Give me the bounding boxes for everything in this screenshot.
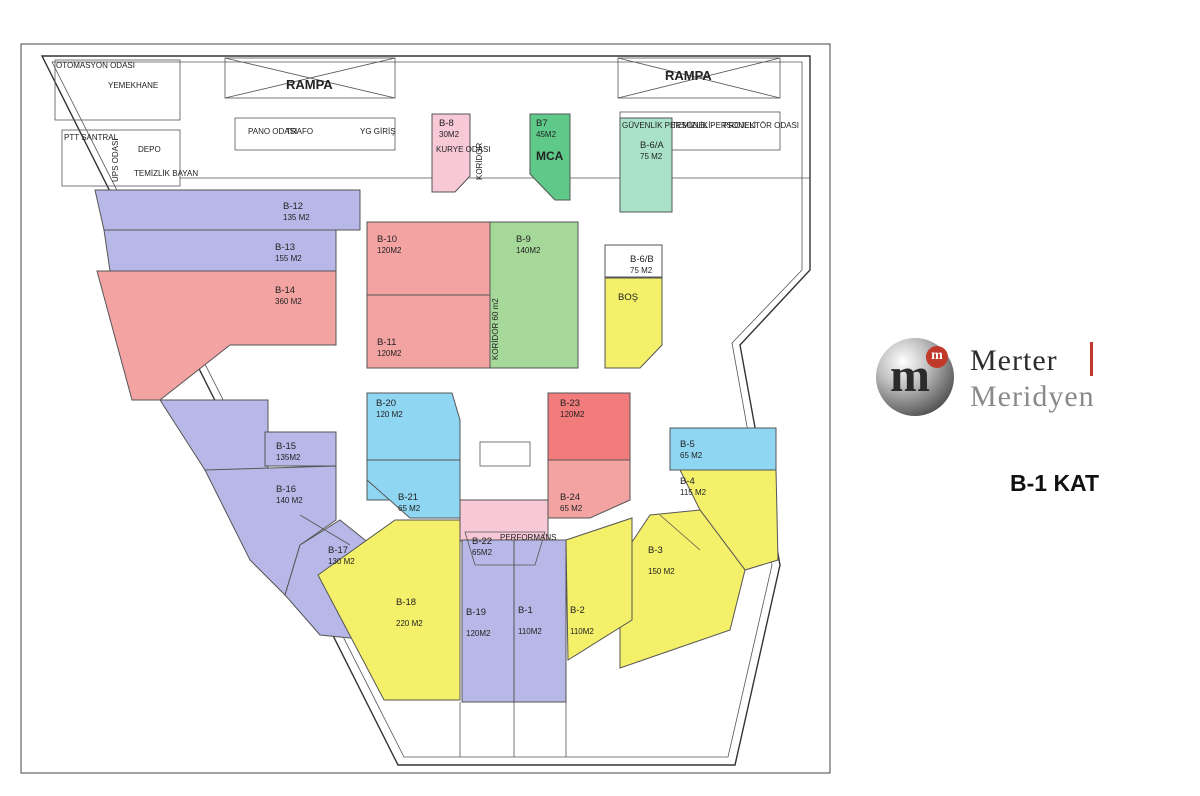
unit-b6b-id: B-6/B bbox=[630, 254, 654, 265]
unit-b10[interactable] bbox=[366, 221, 491, 296]
unit-b4-area: 115 M2 bbox=[680, 488, 707, 497]
label-temizlik-personeli: TEMİZLİK PERSONELİ bbox=[672, 121, 756, 130]
unit-b3-area: 150 M2 bbox=[648, 567, 675, 576]
unit-b19-area: 120M2 bbox=[466, 629, 491, 638]
unit-b12-area: 135 M2 bbox=[283, 213, 310, 222]
unit-b22-id: B-22 bbox=[472, 536, 492, 547]
label-otomasyon: OTOMASYON ODASI bbox=[56, 61, 135, 70]
unit-b9-area: 140M2 bbox=[516, 246, 541, 255]
unit-b6b-area: 75 M2 bbox=[630, 266, 653, 275]
unit-b18[interactable] bbox=[317, 519, 461, 701]
unit-b17-id: B-17 bbox=[328, 545, 348, 556]
label-ypg: YG GİRİŞ bbox=[360, 127, 396, 136]
unit-b5-id: B-5 bbox=[680, 439, 695, 450]
label-yemekhane: YEMEKHANE bbox=[108, 81, 158, 90]
label-projektor: PROJEKTÖR ODASI bbox=[723, 121, 799, 130]
unit-b24-area: 65 M2 bbox=[560, 504, 583, 513]
unit-b8-area: 30M2 bbox=[439, 130, 460, 139]
unit-b14-area: 360 M2 bbox=[275, 297, 302, 306]
unit-b1-area: 110M2 bbox=[518, 627, 542, 636]
unit-b9-id: B-9 bbox=[516, 234, 531, 245]
unit-b7-id: B7 bbox=[536, 118, 548, 129]
unit-b10-area: 120M2 bbox=[377, 246, 402, 255]
unit-b23-area: 120M2 bbox=[560, 410, 585, 419]
floor-title: B-1 KAT bbox=[1010, 470, 1100, 496]
unit-b3-id: B-3 bbox=[648, 545, 663, 556]
label-depo: DEPO bbox=[138, 145, 161, 154]
unit-b18-area: 220 M2 bbox=[396, 619, 423, 628]
unit-b20-id: B-20 bbox=[376, 398, 396, 409]
brand-logo: m m Merter Meridyen bbox=[876, 336, 1136, 426]
logo-emblem: m m bbox=[876, 338, 954, 416]
label-rampa-right: RAMPA bbox=[665, 68, 712, 83]
unit-b2[interactable] bbox=[565, 517, 633, 661]
unit-b2-id: B-2 bbox=[570, 605, 585, 616]
unit-b4-id: B-4 bbox=[680, 476, 695, 487]
unit-b7-area: 45M2 bbox=[536, 130, 557, 139]
brand-line2: Meridyen bbox=[970, 380, 1095, 413]
label-temizlik-bayan: TEMİZLİK BAYAN bbox=[134, 169, 198, 178]
unit-b15-id: B-15 bbox=[276, 441, 296, 452]
unit-b16-id: B-16 bbox=[276, 484, 296, 495]
unit-b6a-area: 75 M2 bbox=[640, 152, 663, 161]
unit-b21-id: B-21 bbox=[398, 492, 418, 503]
brand-line1: Merter bbox=[970, 344, 1058, 377]
unit-b21-area: 65 M2 bbox=[398, 504, 421, 513]
unit-b7[interactable] bbox=[529, 113, 571, 201]
unit-b13[interactable] bbox=[103, 229, 337, 272]
unit-b17-area: 130 M2 bbox=[328, 557, 355, 566]
label-kurye: KURYE ODASI bbox=[436, 145, 491, 154]
unit-b4[interactable] bbox=[679, 469, 779, 571]
label-guvenlik: GÜVENLİK PERSONELİ bbox=[622, 121, 710, 130]
unit-b19[interactable] bbox=[461, 539, 515, 703]
unit-b20-area: 120 M2 bbox=[376, 410, 403, 419]
unit-b21[interactable] bbox=[366, 459, 461, 519]
unit-b15-area: 135M2 bbox=[276, 453, 301, 462]
unit-b13-id: B-13 bbox=[275, 242, 295, 253]
unit-b22-sub: PERFORMANS bbox=[500, 533, 556, 542]
unit-b22-area: 65M2 bbox=[472, 548, 493, 557]
label-mca: MCA bbox=[536, 149, 564, 163]
label-pano: PANO ODASI bbox=[248, 127, 297, 136]
unit-b24-id: B-24 bbox=[560, 492, 580, 503]
unit-b23-id: B-23 bbox=[560, 398, 580, 409]
label-koridor-mid: KORİDOR 60 m2 bbox=[491, 298, 500, 360]
unit-b11-id: B-11 bbox=[377, 337, 396, 348]
label-rampa-left: RAMPA bbox=[286, 77, 333, 92]
unit-b1-id: B-1 bbox=[518, 605, 533, 616]
unit-b1[interactable] bbox=[513, 539, 567, 703]
unit-b9[interactable] bbox=[489, 221, 579, 369]
label-ups: UPS ODASI bbox=[111, 138, 120, 182]
unit-b18-id: B-18 bbox=[396, 597, 416, 608]
brand-divider bbox=[1090, 342, 1093, 376]
label-bos: BOŞ bbox=[618, 292, 638, 303]
unit-b16-area: 140 M2 bbox=[276, 496, 303, 505]
logo-sup: m bbox=[926, 346, 948, 368]
unit-b14[interactable] bbox=[96, 270, 337, 401]
logo-mark: m bbox=[890, 349, 930, 402]
service-labels: OTOMASYON ODASI YEMEKHANE PTT SANTRAL UP… bbox=[56, 61, 799, 360]
label-trafo: TRAFO bbox=[286, 127, 313, 136]
unit-b19-id: B-19 bbox=[466, 607, 486, 618]
label-ptt: PTT SANTRAL bbox=[64, 133, 119, 142]
unit-bos[interactable] bbox=[604, 277, 663, 369]
unit-b6a-id: B-6/A bbox=[640, 140, 664, 151]
unit-b6a[interactable] bbox=[619, 117, 673, 213]
unit-b12-id: B-12 bbox=[283, 201, 303, 212]
unit-b6b[interactable] bbox=[604, 244, 663, 278]
unit-labels: B-12 135 M2 B-13 155 M2 B-14 360 M2 B-15… bbox=[275, 118, 707, 638]
unit-b8[interactable] bbox=[431, 113, 471, 193]
unit-b13-area: 155 M2 bbox=[275, 254, 302, 263]
unit-b5-area: 65 M2 bbox=[680, 451, 703, 460]
unit-b10-id: B-10 bbox=[377, 234, 397, 245]
unit-b14-id: B-14 bbox=[275, 285, 295, 296]
unit-b8-id: B-8 bbox=[439, 118, 454, 129]
label-koridor-top: KORİDOR bbox=[475, 142, 484, 180]
unit-b12[interactable] bbox=[94, 189, 361, 231]
unit-b2-area: 110M2 bbox=[570, 627, 594, 636]
unit-b11-area: 120M2 bbox=[377, 349, 402, 358]
